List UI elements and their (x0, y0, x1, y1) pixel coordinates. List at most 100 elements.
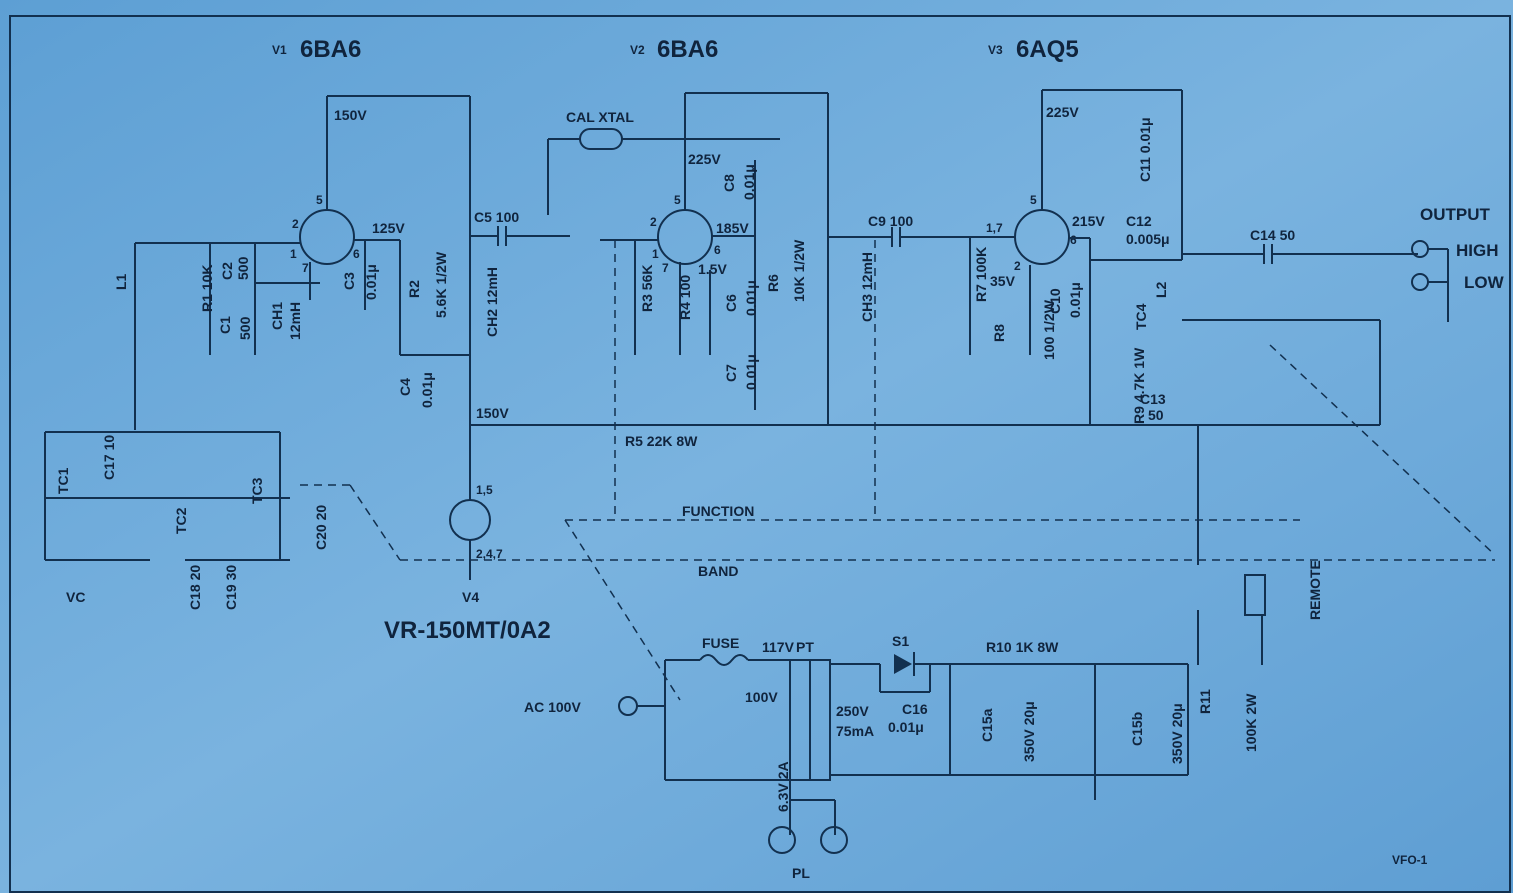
v2-screen-voltage: 185V (716, 220, 749, 236)
c15a-label: C15a (979, 708, 995, 742)
c12-label: C12 (1126, 213, 1152, 229)
c9-label: C9 100 (868, 213, 913, 229)
svg-text:1,7: 1,7 (986, 221, 1003, 235)
s1-label: S1 (892, 633, 909, 649)
c18-label: C18 20 (187, 565, 203, 610)
c10-label: C10 (1047, 288, 1063, 314)
c15b-label: C15b (1129, 712, 1145, 746)
v1-ref: V1 (272, 43, 287, 57)
c2-value: 500 (235, 256, 251, 280)
svg-text:5: 5 (674, 193, 681, 207)
function-label: FUNCTION (682, 503, 754, 519)
r4-label: R4 100 (677, 275, 693, 320)
hv-current: 75mA (836, 723, 874, 739)
ch2-label: CH2 12mH (484, 267, 500, 337)
tc1-label: TC1 (55, 467, 71, 494)
c3-label: C3 (341, 272, 357, 290)
output-section: C14 50 OUTPUT HIGH LOW (1182, 205, 1505, 425)
r5-label: R5 22K 8W (625, 433, 698, 449)
svg-text:7: 7 (302, 261, 309, 275)
c20-label: C20 20 (313, 505, 329, 550)
svg-text:6: 6 (1070, 233, 1077, 247)
v2-stage: V2 6BA6 CAL XTAL 225V 185V 1.5V 5 2 6 1 … (470, 36, 875, 425)
c6-label: C6 (723, 294, 739, 312)
pl-label: PL (792, 865, 810, 881)
c2-label: C2 (219, 262, 235, 280)
r8-label: R8 (991, 324, 1007, 342)
r3-label: R3 56K (639, 265, 655, 312)
r10-label: R10 1K 8W (986, 639, 1059, 655)
v2-cathode-voltage: 1.5V (698, 261, 727, 277)
svg-text:5: 5 (316, 193, 323, 207)
ch3-label: CH3 12mH (859, 252, 875, 322)
tc4-label: TC4 (1133, 303, 1149, 330)
v3-ref: V3 (988, 43, 1003, 57)
c17-label: C17 10 (101, 435, 117, 480)
output-label: OUTPUT (1420, 205, 1491, 224)
hv-voltage: 250V (836, 703, 869, 719)
v4-type: VR-150MT/0A2 (384, 617, 551, 644)
c7-label: C7 (723, 364, 739, 382)
r1-label: R1 10K (199, 265, 215, 312)
output-high-label: HIGH (1456, 241, 1499, 260)
svg-text:2: 2 (650, 215, 657, 229)
power-supply: AC 100V FUSE 117V PT 100V 6.3V 2A PL 250… (524, 633, 1259, 881)
ch1-label: CH1 (269, 302, 285, 330)
output-low-label: LOW (1464, 273, 1505, 292)
c10-value: 0.01μ (1067, 282, 1083, 318)
svg-text:5: 5 (1030, 193, 1037, 207)
band-label: BAND (698, 563, 738, 579)
c3-value: 0.01μ (363, 264, 379, 300)
c1-label: C1 (217, 316, 233, 334)
c13-label: C13 (1140, 391, 1166, 407)
regulator-section: 150V R5 22K 8W 1,5 2,4,7 V4 VR-150MT/0A2 (384, 405, 1380, 644)
v1-screen-voltage: 125V (372, 220, 405, 236)
switch-linkage: FUNCTION BAND (300, 240, 1496, 701)
tc3-label: TC3 (249, 477, 265, 504)
c6-value: 0.01μ (743, 280, 759, 316)
v2-ref: V2 (630, 43, 645, 57)
tap-100-label: 100V (745, 689, 778, 705)
l2-label: L2 (1153, 281, 1169, 298)
remote-connector[interactable] (1244, 574, 1266, 616)
r6-label: R6 (765, 274, 781, 292)
r6-value: 10K 1/2W (791, 239, 807, 302)
pt-label: PT (796, 639, 814, 655)
v3-cathode-voltage: 35V (990, 273, 1016, 289)
c16-value: 0.01μ (888, 719, 924, 735)
tc2-label: TC2 (173, 507, 189, 534)
frame-border (9, 15, 1511, 893)
svg-text:6: 6 (714, 243, 721, 257)
r9-label: R9 4.7K 1W (1131, 347, 1147, 424)
heater-voltage: 6.3V 2A (775, 761, 791, 812)
v3-type: 6AQ5 (1016, 36, 1079, 63)
v1-type: 6BA6 (300, 36, 361, 63)
doc-id: VFO-1 (1392, 853, 1428, 867)
c5-label: C5 100 (474, 209, 519, 225)
bus-voltage: 150V (476, 405, 509, 421)
v3-stage: V3 6AQ5 225V 215V 35V 5 1,7 6 2 C9 100 C… (828, 36, 1183, 425)
c14-label: C14 50 (1250, 227, 1295, 243)
remote-section: REMOTE (1197, 425, 1323, 665)
r2-label: R2 (406, 280, 422, 298)
l1-label: L1 (113, 273, 129, 290)
v3-screen-voltage: 215V (1072, 213, 1105, 229)
pilot-lamp-1 (768, 826, 796, 854)
svg-text:7: 7 (662, 261, 669, 275)
vc-label: VC (66, 589, 85, 605)
svg-text:2: 2 (292, 217, 299, 231)
fuse-label: FUSE (702, 635, 739, 651)
c1-value: 500 (237, 316, 253, 340)
v1-plate-voltage: 150V (334, 107, 367, 123)
tuning-section: TC1 C17 10 TC2 TC3 C20 20 C18 20 C19 30 … (44, 431, 329, 610)
cal-xtal-label: CAL XTAL (566, 109, 634, 125)
svg-text:2: 2 (1014, 259, 1021, 273)
c7-value: 0.01μ (743, 354, 759, 390)
v2-type: 6BA6 (657, 36, 718, 63)
pilot-lamp-2 (820, 826, 848, 854)
v4-ref: V4 (462, 589, 479, 605)
c12-value: 0.005μ (1126, 231, 1170, 247)
r7-label: R7 100K (973, 247, 989, 302)
ch1-value: 12mH (287, 302, 303, 340)
